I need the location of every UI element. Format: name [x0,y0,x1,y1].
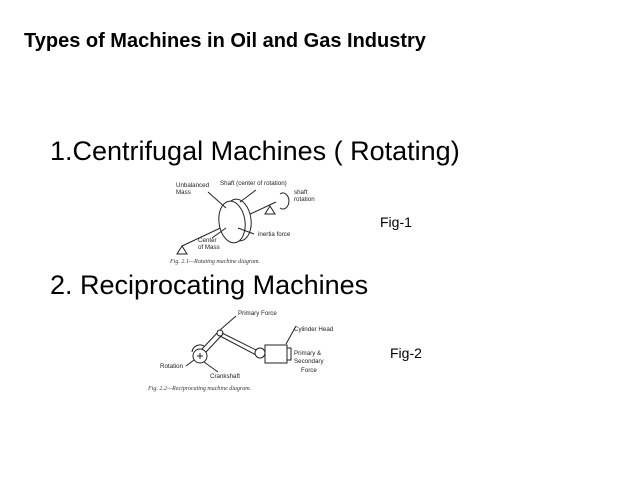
shaft-rotation-label: shaft [294,189,308,196]
center-of-mass-label: Center [198,237,217,244]
rotating-machine-diagram: Unbalanced Mass Shaft (center of rotatio… [169,180,315,265]
unbalanced-mass-label-2: Mass [176,189,191,196]
wrist-pin [254,347,266,359]
rotation-arrow [279,192,290,210]
piston [264,344,288,364]
inertia-force-label: inertia force [258,231,291,238]
shaft-rotation-label-2: rotation [294,196,315,203]
section-reciprocating-heading: 2. Reciprocating Machines [50,270,369,300]
slide-title: Types of Machines in Oil and Gas Industr… [24,30,426,52]
force-label: Force [301,367,317,374]
crankshaft-label: Crankshaft [210,373,240,380]
shaft-label: Shaft (center of rotation) [220,180,287,187]
cylinder-head [286,347,292,361]
fig1-label: Fig-1 [380,214,412,230]
center-of-mass-label-2: of Mass [198,244,220,251]
left-support [176,245,188,255]
reciprocating-machine-diagram: Primary Force Cylinder Head Rotation Pri… [147,310,334,392]
primary-force-label: Primary Force [238,310,277,317]
cylinder-head-label: Cylinder Head [294,326,334,333]
unbalanced-mass-label: Unbalanced [176,182,210,189]
primary-secondary-label: Primary & [294,350,322,357]
fig2-caption: Fig. 2.2—Reciprocating machine diagram. [147,386,251,392]
fig1-caption: Fig. 2.1—Rotating machine diagram. [169,259,260,265]
primary-secondary-label-2: Secondary [294,358,324,365]
section-centrifugal-heading: 1.Centrifugal Machines ( Rotating) [50,136,460,166]
rotor-disc-face [218,200,246,244]
right-support [264,205,276,215]
rotation-label: Rotation [160,363,184,370]
fig2-label: Fig-2 [390,345,422,361]
